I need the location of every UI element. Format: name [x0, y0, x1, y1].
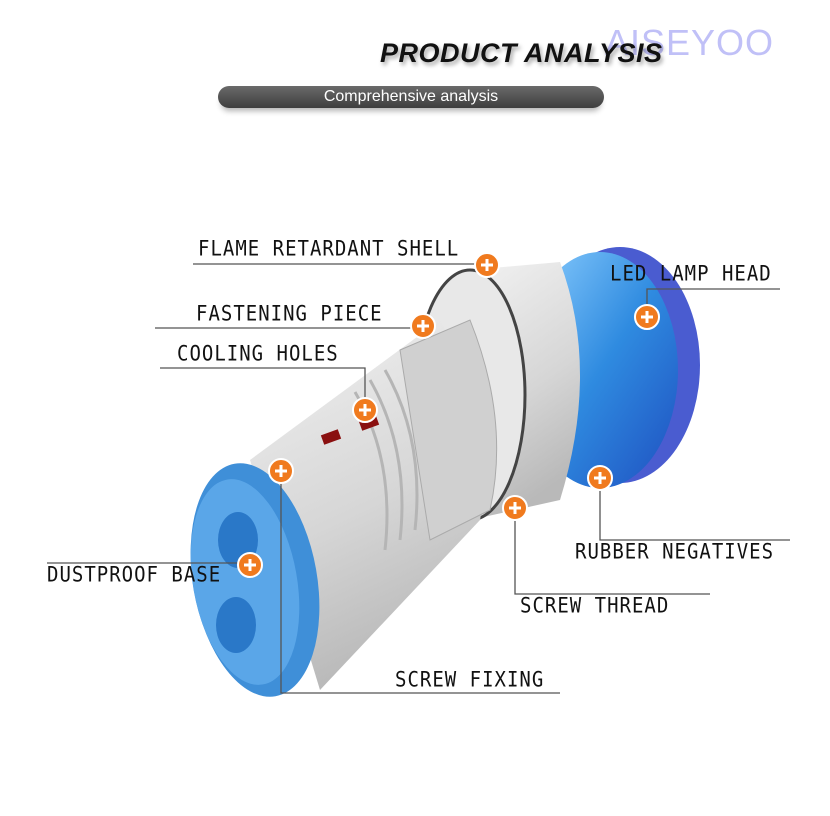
page-title: PRODUCT ANALYSIS [380, 38, 663, 68]
dustproof-base [190, 463, 320, 697]
plus-marker-icon[interactable] [634, 304, 660, 330]
label-fastening-piece: FASTENING PIECE [196, 301, 383, 327]
cooling-hole [320, 429, 342, 445]
plus-marker-icon[interactable] [474, 252, 500, 278]
label-cooling-holes: COOLING HOLES [177, 341, 339, 367]
plus-marker-icon[interactable] [502, 495, 528, 521]
plus-marker-icon[interactable] [587, 465, 613, 491]
label-led-lamp-head: LED LAMP HEAD [610, 261, 772, 287]
label-rubber-negatives: RUBBER NEGATIVES [575, 539, 775, 565]
label-dustproof-base: DUSTPROOF BASE [47, 562, 222, 588]
label-screw-thread: SCREW THREAD [520, 593, 670, 619]
plus-marker-icon[interactable] [410, 313, 436, 339]
label-screw-fixing: SCREW FIXING [395, 667, 545, 693]
plus-marker-icon[interactable] [237, 552, 263, 578]
label-flame-retardant-shell: FLAME RETARDANT SHELL [198, 236, 460, 262]
subtitle-banner: Comprehensive analysis [218, 86, 604, 108]
brand-watermark: AISEYOO [605, 22, 775, 63]
plus-marker-icon[interactable] [352, 397, 378, 423]
hotspot-markers [237, 252, 660, 578]
plus-marker-icon[interactable] [268, 458, 294, 484]
